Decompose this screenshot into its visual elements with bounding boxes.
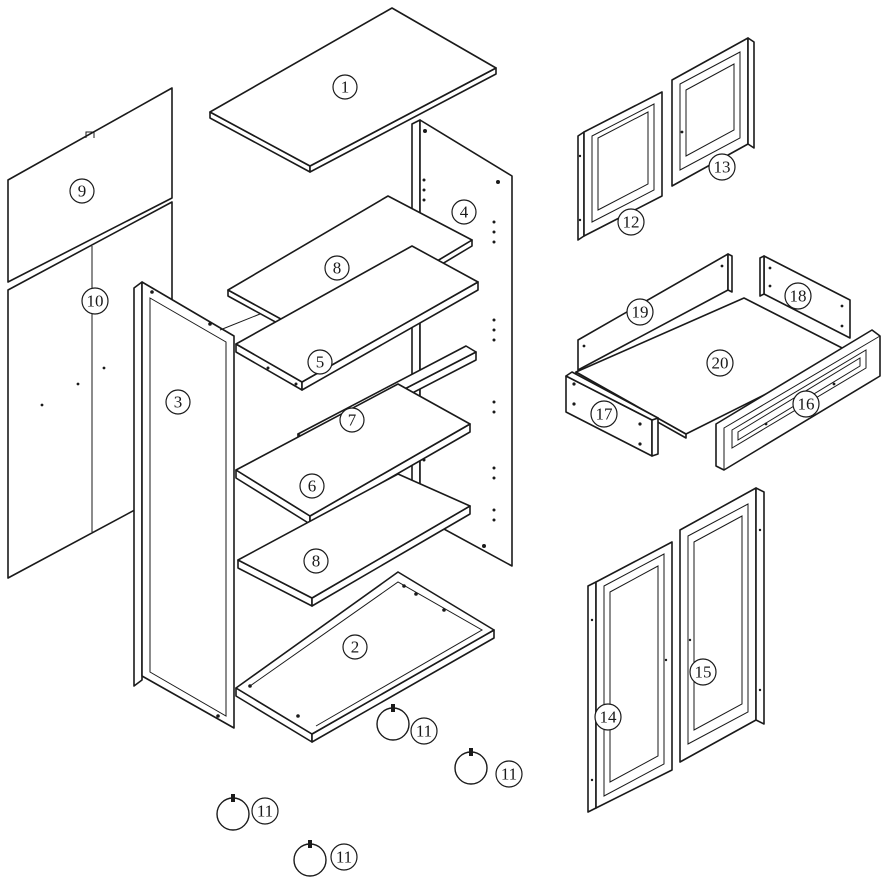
part-11-foot-d [293, 840, 327, 877]
label-part-1: 1 [332, 74, 358, 100]
label-part-7: 7 [339, 407, 365, 433]
label-part-11-c: 11 [251, 797, 279, 825]
label-part-11-d-text: 11 [336, 848, 352, 867]
label-part-10-text: 10 [87, 292, 104, 311]
label-part-11-c-text: 11 [257, 802, 273, 821]
part-12-small-door-left [577, 91, 663, 241]
label-part-11-a: 11 [410, 717, 438, 745]
label-part-3-text: 3 [174, 393, 183, 412]
label-part-4: 4 [451, 199, 477, 225]
label-part-14: 14 [594, 703, 622, 731]
label-part-6: 6 [299, 473, 325, 499]
label-part-15: 15 [689, 658, 717, 686]
part-11-foot-a [376, 704, 410, 741]
label-part-13-text: 13 [714, 158, 731, 177]
label-part-9: 9 [69, 178, 95, 204]
part-11-foot-b [454, 748, 488, 785]
label-part-16: 16 [792, 390, 820, 418]
label-part-12: 12 [617, 208, 645, 236]
label-part-12-text: 12 [623, 213, 640, 232]
label-part-11-b-text: 11 [501, 765, 517, 784]
label-part-3: 3 [165, 389, 191, 415]
label-part-10: 10 [81, 287, 109, 315]
label-part-13: 13 [708, 153, 736, 181]
label-part-17: 17 [590, 400, 618, 428]
label-part-8-upper-text: 8 [333, 259, 342, 278]
label-part-5-text: 5 [316, 353, 325, 372]
label-part-20: 20 [706, 349, 734, 377]
label-part-2: 2 [342, 634, 368, 660]
label-part-20-text: 20 [712, 354, 729, 373]
label-part-15-text: 15 [695, 663, 712, 682]
label-part-7-text: 7 [348, 411, 357, 430]
label-part-14-text: 14 [600, 708, 618, 727]
label-part-18: 18 [784, 282, 812, 310]
part-3-left-side-panel [133, 281, 261, 729]
label-part-8-upper: 8 [324, 255, 350, 281]
label-part-18-text: 18 [790, 287, 807, 306]
part-13-small-door-right [671, 37, 755, 187]
part-5-fixed-shelf [235, 245, 479, 391]
part-11-foot-c [216, 794, 250, 831]
label-part-16-text: 16 [798, 395, 815, 414]
part-8-shelf-lower [237, 473, 471, 607]
label-part-2-text: 2 [351, 638, 360, 657]
label-part-1-text: 1 [341, 78, 350, 97]
part-2-bottom-panel [235, 571, 495, 743]
label-part-17-text: 17 [596, 405, 614, 424]
label-part-19-text: 19 [632, 303, 649, 322]
label-part-5: 5 [307, 349, 333, 375]
part-15-large-door-right [679, 487, 765, 763]
label-part-19: 19 [626, 298, 654, 326]
label-part-6-text: 6 [308, 477, 317, 496]
label-part-11-a-text: 11 [416, 722, 432, 741]
label-part-9-text: 9 [78, 182, 87, 201]
label-part-8-lower: 8 [303, 548, 329, 574]
label-part-8-lower-text: 8 [312, 552, 321, 571]
label-part-11-d: 11 [330, 843, 358, 871]
label-part-11-b: 11 [495, 760, 523, 788]
label-part-4-text: 4 [460, 203, 469, 222]
part-14-large-door-left [587, 541, 673, 813]
